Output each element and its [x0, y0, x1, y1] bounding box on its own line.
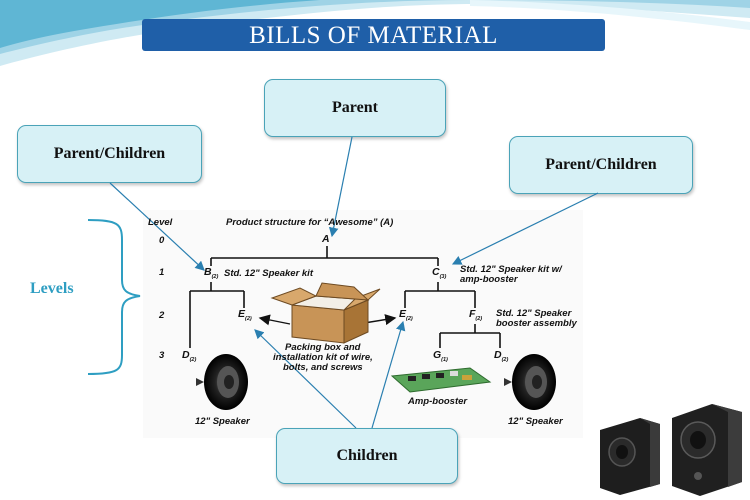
label-speaker-left: 12" Speaker	[195, 416, 250, 427]
callout-parent-children-left: Parent/Children	[17, 125, 202, 183]
node-d-left-letter: D	[182, 349, 190, 361]
node-c-qty: (3)	[439, 274, 447, 281]
packing-box-icon	[270, 282, 381, 344]
node-e-left: E(2)	[238, 308, 252, 322]
desc-box-line2: installation kit of wire,	[273, 352, 373, 363]
node-d-right-qty: (2)	[501, 357, 509, 364]
node-f-letter: F	[469, 308, 476, 320]
node-e-left-qty: (2)	[245, 316, 252, 323]
node-b: B(2)	[204, 266, 218, 280]
callout-children-label: Children	[336, 447, 398, 464]
node-a: A	[322, 233, 330, 245]
levels-brace	[87, 219, 141, 375]
node-d-left: D(2)	[182, 349, 196, 363]
wave-decoration	[0, 0, 750, 66]
callout-children: Children	[276, 428, 458, 484]
level-3: 3	[159, 350, 165, 361]
node-g-letter: G	[433, 349, 442, 361]
speaker-icon	[504, 354, 556, 410]
node-g: G(1)	[433, 349, 448, 363]
desc-box-line3: bolts, and screws	[283, 362, 363, 373]
callout-parent-label: Parent	[332, 99, 378, 116]
node-f-qty: (2)	[475, 316, 483, 323]
amp-booster-icon	[390, 367, 492, 393]
node-b-letter: B	[204, 266, 212, 278]
label-speaker-right: 12" Speaker	[508, 416, 563, 427]
node-e-right: E(2)	[399, 308, 413, 322]
callout-parent-children-right: Parent/Children	[509, 136, 693, 194]
node-d-right-letter: D	[494, 349, 502, 361]
desc-f-line2: booster assembly	[496, 318, 577, 329]
level-header: Level	[148, 217, 173, 228]
node-d-right: D(2)	[494, 349, 508, 363]
level-0: 0	[159, 235, 165, 246]
callout-parent: Parent	[264, 79, 446, 137]
callout-parent-children-left-label: Parent/Children	[53, 145, 166, 162]
levels-label: Levels	[30, 280, 74, 297]
desc-c-line1: Std. 12" Speaker kit w/	[460, 264, 562, 275]
callout-parent-children-right-label: Parent/Children	[545, 156, 657, 173]
desc-c-line2: amp-booster	[460, 274, 518, 285]
label-amp-booster: Amp-booster	[408, 396, 468, 407]
node-c-letter: C	[432, 266, 440, 278]
slide-title: BILLS OF MATERIAL	[142, 19, 605, 51]
node-e-right-qty: (2)	[406, 316, 413, 323]
desc-b: Std. 12" Speaker kit	[224, 268, 313, 279]
product-header: Product structure for “Awesome” (A)	[226, 217, 394, 228]
node-e-left-letter: E	[238, 308, 246, 320]
node-b-qty: (2)	[211, 274, 219, 281]
node-a-letter: A	[322, 233, 330, 245]
desc-box-line1: Packing box and	[285, 342, 361, 353]
level-2: 2	[159, 310, 165, 321]
desc-f-line1: Std. 12" Speaker	[496, 308, 572, 319]
node-f: F(2)	[469, 308, 482, 322]
speaker-icon	[196, 354, 248, 410]
node-d-left-qty: (2)	[189, 357, 197, 364]
node-c: C(3)	[432, 266, 446, 280]
level-1: 1	[159, 267, 165, 278]
node-e-right-letter: E	[399, 308, 407, 320]
node-g-qty: (1)	[441, 357, 448, 364]
desktop-speakers-icon	[600, 404, 742, 496]
